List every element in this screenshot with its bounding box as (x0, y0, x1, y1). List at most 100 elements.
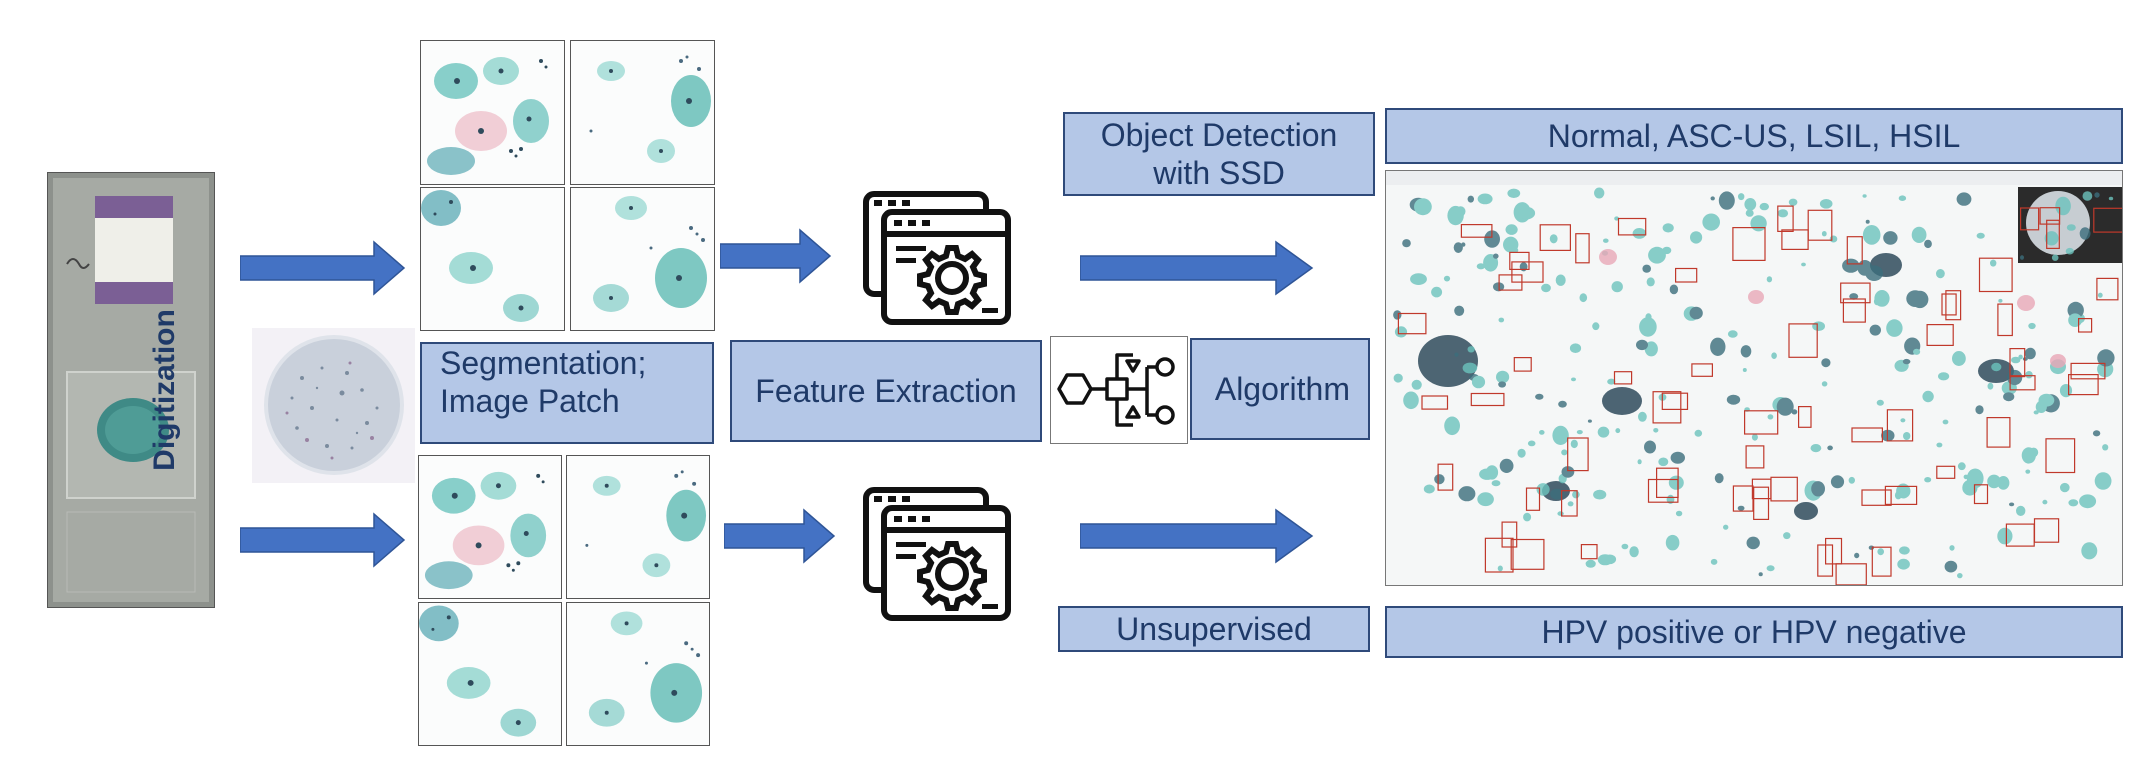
cell-mark (1819, 199, 1833, 209)
cell-mark (1670, 451, 1685, 464)
cell-mark (1476, 263, 1486, 270)
gear-window-icon (863, 487, 1011, 621)
cell-mark (1549, 234, 1558, 244)
cell-mark (1801, 262, 1806, 267)
detection-box-mark (1539, 224, 1571, 251)
detection-box-mark (1936, 465, 1956, 479)
detection-box-mark (1460, 223, 1493, 238)
cell-mark (1462, 362, 1478, 374)
patch-image (418, 455, 562, 599)
cell-mark (2011, 356, 2021, 364)
cell-mark (1737, 505, 1745, 511)
cell-mark (2020, 255, 2024, 260)
cell-mark (1569, 343, 1582, 353)
cell-mark (1597, 554, 1613, 566)
cell-mark (1403, 391, 1419, 410)
detection-box-mark (1511, 261, 1544, 283)
detection-box-mark (1613, 371, 1633, 385)
cell-mark (1642, 264, 1651, 273)
cell-mark (1658, 457, 1669, 467)
cell-mark (1776, 397, 1794, 416)
cell-mark (2081, 542, 2098, 560)
cell-mark (2025, 469, 2031, 474)
detection-box-mark (1745, 445, 1765, 469)
cell-mark (1592, 322, 1600, 331)
cell-mark (1638, 411, 1647, 422)
cell-mark (1898, 195, 1907, 201)
cell-mark (1499, 458, 1514, 473)
cell-mark (1886, 319, 1903, 337)
cell-mark (1461, 242, 1466, 247)
detection-box-mark (1817, 544, 1834, 577)
cell-mark (1402, 239, 1411, 248)
cell-mark (1571, 377, 1576, 382)
cell-mark (1423, 484, 1435, 494)
detection-box-mark (1509, 251, 1530, 271)
detection-box-mark (2077, 318, 2093, 333)
cell-mark (1527, 440, 1536, 447)
cell-mark (1710, 337, 1726, 356)
detection-box-mark (1825, 537, 1843, 565)
detection-box-mark (1744, 410, 1779, 435)
cell-mark (1498, 317, 1505, 323)
cell-mark (1561, 466, 1575, 478)
cell-mark (1957, 462, 1966, 471)
detection-box-mark (1753, 486, 1770, 521)
detection-box-mark (2070, 362, 2106, 380)
cell-mark (1827, 445, 1833, 451)
detection-box-mark (1842, 298, 1866, 323)
cell-mark (1507, 188, 1521, 198)
cell-mark (1913, 348, 1921, 355)
cell-mark (1411, 379, 1422, 390)
cell-mark (1434, 474, 1445, 485)
cell-mark (1726, 394, 1741, 405)
detection-box-mark (1840, 282, 1871, 304)
cell-mark (1410, 273, 1427, 285)
cell-mark (1519, 262, 1528, 272)
cell-mark (1594, 187, 1605, 199)
cell-mark (1821, 358, 1831, 368)
detection-box-mark (1661, 392, 1689, 410)
detection-box-mark (1513, 357, 1532, 372)
cell-mark (1523, 512, 1532, 522)
cell-mark (1783, 532, 1791, 540)
cell-mark (1653, 428, 1659, 433)
cell-mark (1922, 390, 1934, 403)
cell-mark (2097, 349, 2115, 367)
detection-box-mark (1871, 546, 1892, 577)
cell-mark (1484, 230, 1500, 248)
cell-mark (1952, 351, 1966, 366)
detection-box-mark (1691, 363, 1713, 377)
cell-mark (1552, 425, 1569, 445)
cell-mark (1561, 449, 1568, 456)
cell-mark (1629, 546, 1639, 558)
cell-mark (1414, 198, 1432, 216)
cell-mark (1902, 358, 1911, 365)
cell-mark (1611, 281, 1623, 293)
detection-box-mark (1978, 257, 2013, 293)
cell-mark (1987, 382, 1994, 390)
cell-mark (2022, 357, 2028, 361)
cell-mark (1710, 196, 1715, 201)
cell-mark (2006, 369, 2023, 386)
detection-box-mark (1941, 293, 1957, 316)
cell-mark (1518, 206, 1536, 220)
cell-mark (1924, 239, 1932, 249)
cell-mark (1665, 534, 1680, 551)
cell-mark (1936, 269, 1945, 279)
cell-mark (2097, 292, 2103, 298)
cell-mark (1862, 225, 1881, 245)
cell-mark (1862, 194, 1867, 198)
cell-mark (1710, 558, 1718, 565)
cell-mark (1517, 448, 1526, 458)
cell-mark (2016, 505, 2026, 516)
cell-mark (1874, 290, 1890, 307)
arrow-to-result-top (1080, 240, 1314, 296)
cell-mark (2108, 196, 2114, 201)
cell-mark (2025, 371, 2033, 379)
cell-mark (1453, 242, 1463, 253)
cell-mark (1957, 573, 1963, 579)
detection-box-mark (1973, 484, 1989, 505)
detection-box-mark (1525, 487, 1541, 511)
cell-mark (1714, 473, 1724, 484)
